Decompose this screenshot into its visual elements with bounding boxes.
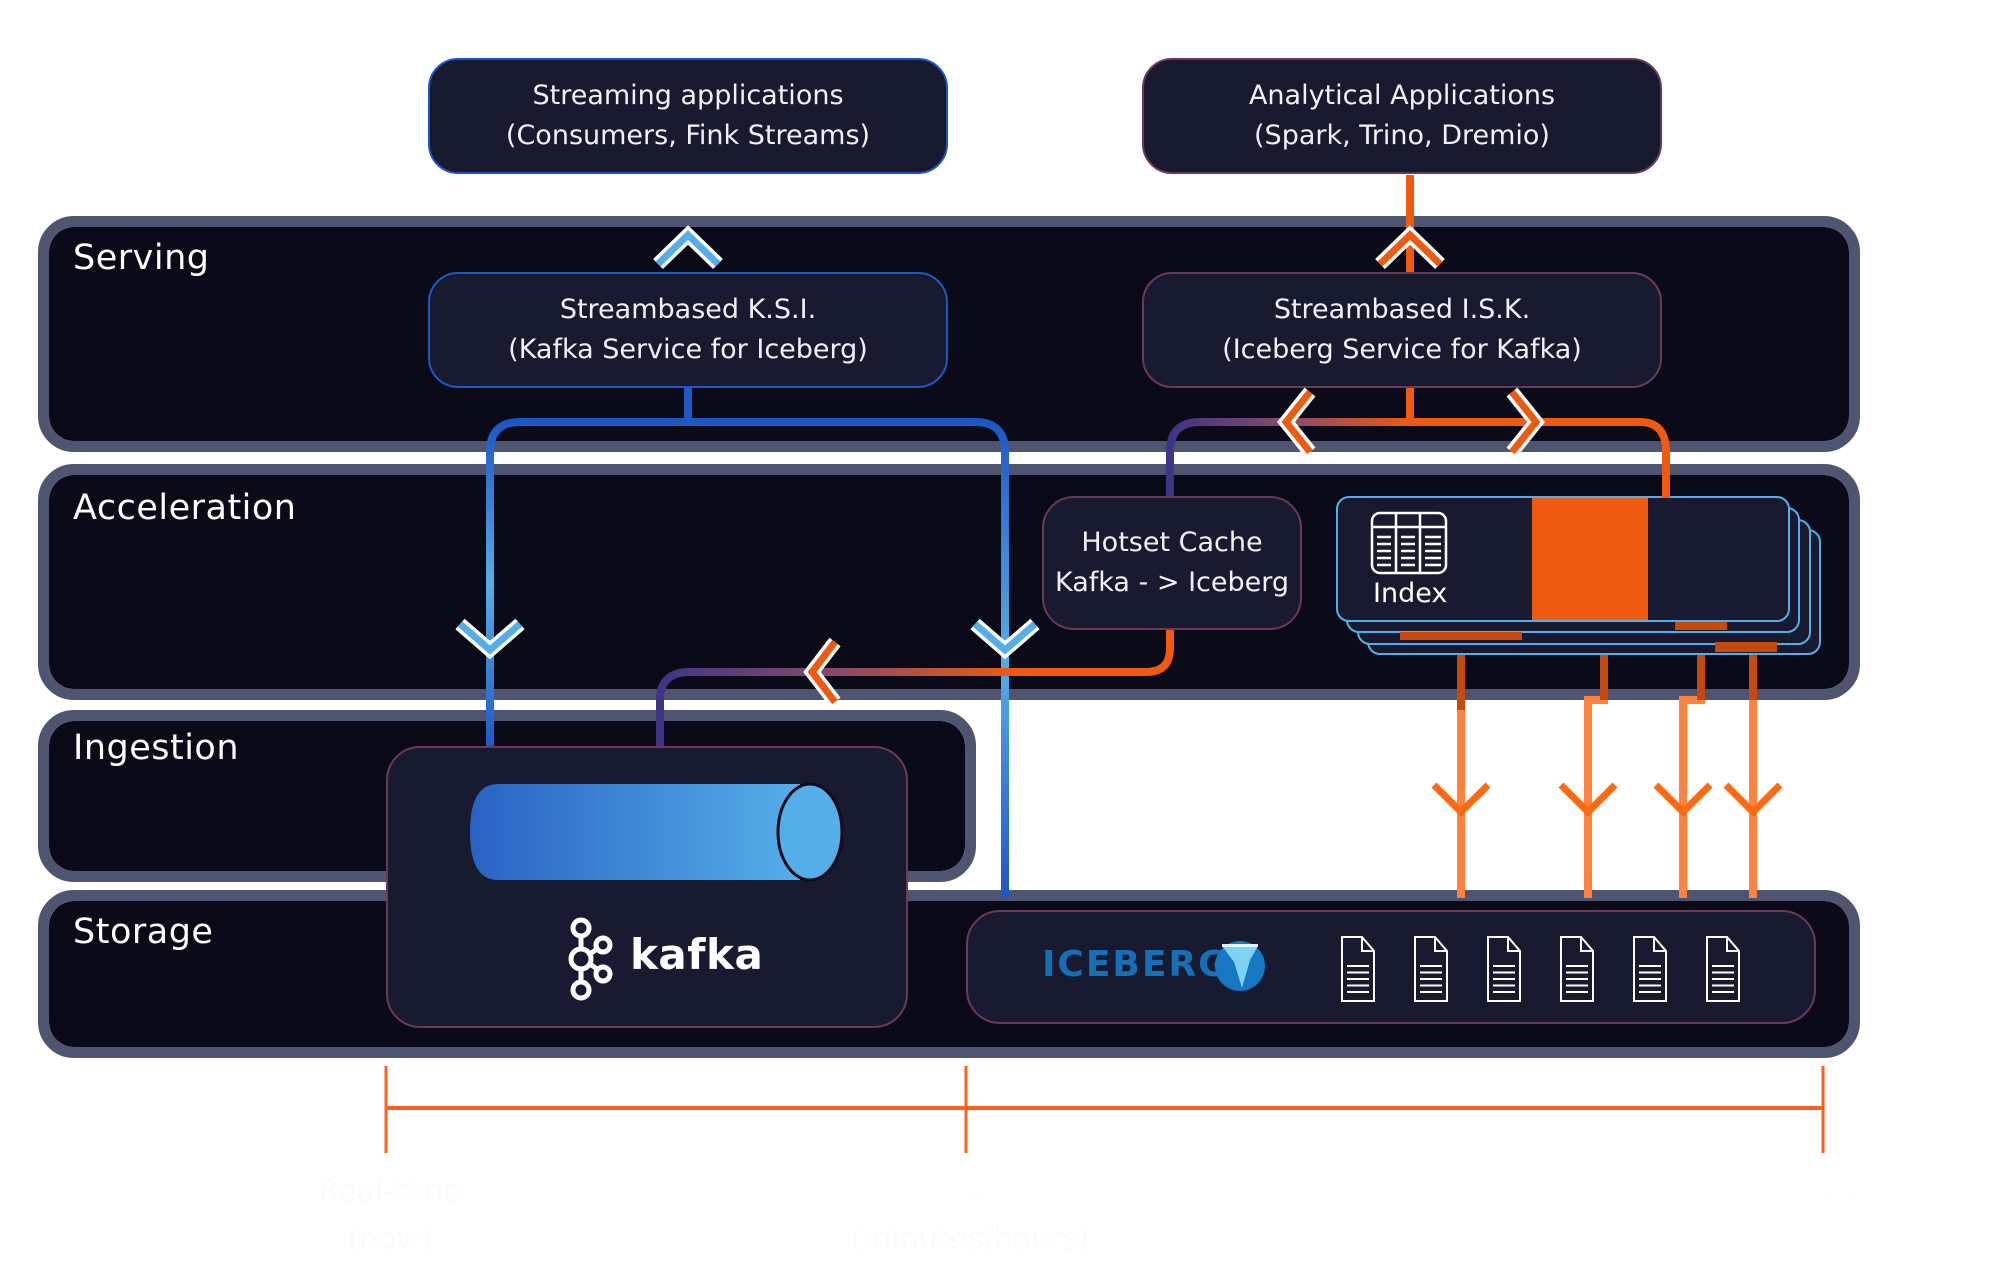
analytical-apps-line1: Analytical Applications [1248,80,1556,111]
index-label: Index [1373,578,1448,609]
kafka-logo-text: kafka [630,930,764,979]
index-highlight-2 [1675,620,1727,630]
timeline-label-start-line2: (now) [347,1222,433,1257]
isk-line2: (Iceberg Service for Kafka) [1222,334,1582,365]
kafka-topic-cylinder-icon [470,782,844,882]
document-icon [1414,936,1448,1002]
down-arrow-icon [1558,782,1618,817]
document-icon [1560,936,1594,1002]
hotset-line2: Kafka - > Iceberg [1054,567,1290,598]
timeline-label-start-line1: Real-time [318,1174,462,1209]
streaming-apps-line1: Streaming applications [532,80,844,111]
right-arrow-icon [1506,387,1545,457]
timeline-label-end-line1: ... [1825,1174,1855,1209]
down-arrow-icon [455,618,525,660]
ingestion-label: Ingestion [73,728,240,768]
acceleration-label: Acceleration [73,488,297,528]
down-arrow-icon [1723,782,1783,817]
index-active-segment [1532,498,1648,620]
up-arrow-icon [653,225,723,270]
ksi-right-branch [688,418,1009,898]
timeline-label-middle: ... (minutes/hours) [840,1168,1100,1264]
streaming-applications-box: Streaming applications (Consumers, Fink … [428,58,948,174]
index-highlight-1 [1400,632,1522,640]
isk-service-box: Streambased I.S.K. (Iceberg Service for … [1142,272,1662,388]
left-arrow-icon [803,637,841,707]
index-to-files-lines [1457,616,1757,898]
serving-label: Serving [73,238,210,278]
document-icon [1487,936,1521,1002]
timeline-label-middle-line2: (minutes/hours) [850,1222,1090,1257]
storage-label: Storage [73,912,214,952]
down-arrow-icon [970,618,1040,660]
isk-right-branch [1410,418,1670,498]
left-arrow-icon [1277,387,1316,457]
isk-left-branch [1166,418,1410,498]
isk-line1: Streambased I.S.K. [1273,294,1531,325]
iceberg-logo-icon [1215,941,1265,991]
timeline-label-middle-line1: ... [955,1174,985,1209]
ksi-left-branch [486,418,688,748]
ksi-line1: Streambased K.S.I. [559,294,817,325]
ksi-line2: (Kafka Service for Iceberg) [508,334,868,365]
hotset-to-kafka-line [656,628,1174,748]
timeline-label-start: Real-time (now) [300,1168,480,1264]
table-icon [1370,511,1448,575]
streaming-apps-line2: (Consumers, Fink Streams) [505,120,871,151]
down-arrow-icon [1431,782,1491,817]
down-arrow-icon [1653,782,1713,817]
timeline-label-end: ... [1740,1168,1940,1216]
hotset-line1: Hotset Cache [1081,527,1263,558]
kafka-logo-icon [568,917,613,1001]
up-arrow-icon [1375,225,1445,270]
ksi-service-box: Streambased K.S.I. (Kafka Service for Ic… [428,272,948,388]
analytical-apps-line2: (Spark, Trino, Dremio) [1254,120,1550,151]
analytical-applications-box: Analytical Applications (Spark, Trino, D… [1142,58,1662,174]
index-highlight-3 [1715,642,1777,652]
iceberg-box [966,910,1816,1024]
document-icon [1706,936,1740,1002]
document-icons [1341,936,1740,1002]
document-icon [1633,936,1667,1002]
iceberg-logo-text: ICEBERG [1042,944,1230,985]
hotset-cache-box: Hotset Cache Kafka - > Iceberg [1042,496,1302,630]
document-icon [1341,936,1375,1002]
